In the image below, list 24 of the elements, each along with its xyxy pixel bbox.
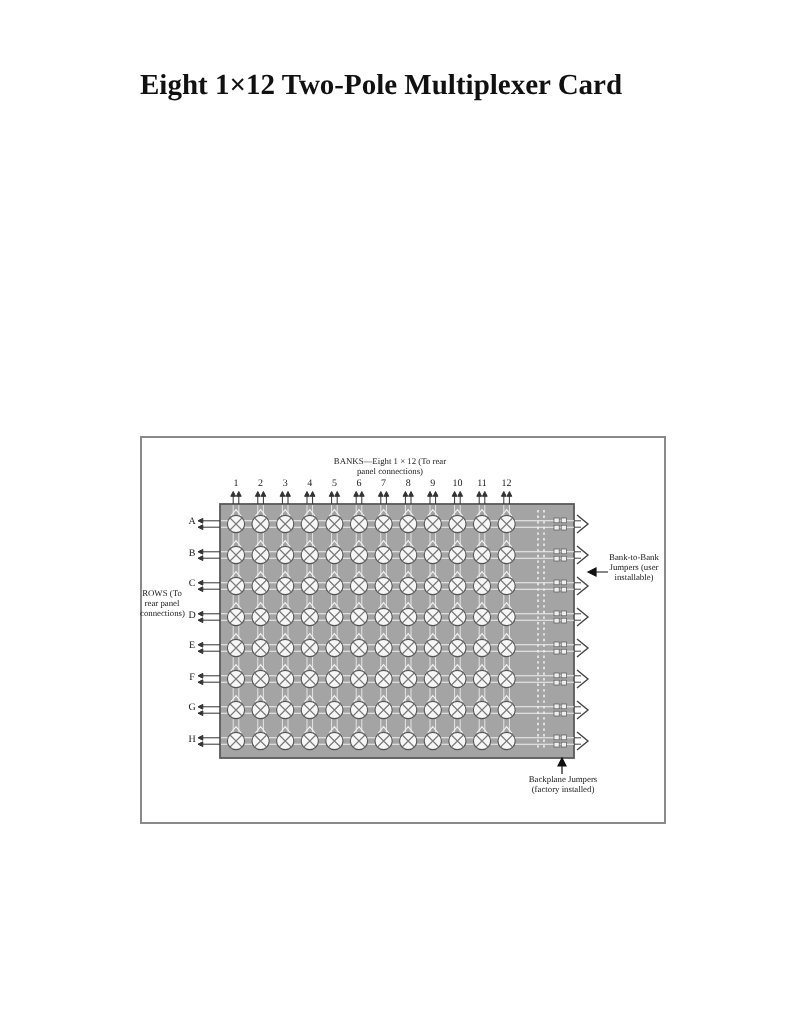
- lead-arrow: [197, 641, 221, 655]
- lead-arrow: [197, 517, 221, 531]
- lead-arrow: [197, 610, 221, 624]
- lead-arrow: [304, 491, 316, 505]
- lead-arrow: [254, 491, 267, 505]
- lead-arrow: [427, 491, 439, 505]
- switch-matrix-drawing: [219, 503, 590, 759]
- lead-arrow: [230, 491, 242, 505]
- lead-arrow: [476, 491, 488, 505]
- lead-arrow: [328, 491, 341, 505]
- lead-arrow: [377, 491, 390, 505]
- leader-arrow: [557, 757, 567, 775]
- lead-arrow: [500, 491, 513, 505]
- lead-arrow: [353, 491, 365, 505]
- page-title: Eight 1×12 Two-Pole Multiplexer Card: [140, 70, 623, 104]
- leader-arrow: [587, 567, 609, 577]
- lead-arrow: [451, 491, 464, 505]
- lead-arrow: [279, 491, 291, 505]
- lead-arrow: [197, 548, 221, 562]
- lead-arrow: [197, 579, 221, 593]
- lead-arrow: [197, 703, 221, 717]
- lead-arrow: [402, 491, 414, 505]
- lead-arrow: [197, 734, 221, 748]
- lead-arrow: [197, 672, 221, 686]
